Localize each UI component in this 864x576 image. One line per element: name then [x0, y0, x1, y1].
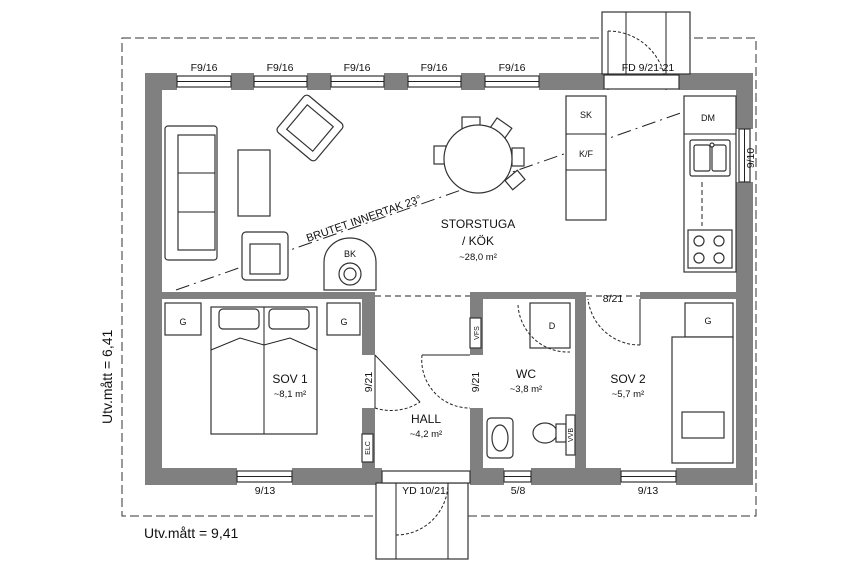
nightstand-left	[164, 302, 202, 336]
ventilation-label: VFS	[474, 326, 481, 340]
dimension-height: Utv.mått = 6,41	[99, 330, 115, 424]
storage-label: SK	[580, 110, 592, 120]
door-sov2	[587, 298, 641, 346]
window-label-1: F9/16	[191, 62, 218, 74]
outer-dimension-frame	[121, 37, 757, 517]
armchair-bottom	[241, 231, 289, 281]
exterior-walls	[145, 73, 753, 485]
dimension-width: Utv.mått = 9,41	[144, 525, 238, 541]
room-name-sov1: SOV 1	[272, 372, 308, 386]
room-area-wc: ~3,8 m²	[510, 384, 542, 395]
room-name-sov2: SOV 2	[610, 372, 646, 386]
bottom-windows	[236, 470, 677, 483]
electrical-cabinet	[361, 433, 374, 463]
door-hall-wc	[421, 354, 471, 409]
room-name-kok: / KÖK	[462, 234, 494, 248]
washer	[517, 302, 571, 353]
ceiling-note: BRUTET INNERTAK 23°	[305, 193, 423, 244]
window-label-2: F9/16	[267, 62, 294, 74]
wardrobe-label-3: G	[704, 316, 711, 326]
door-hall-sov1	[374, 354, 421, 412]
wood-stove	[323, 237, 377, 291]
wardrobe-label-1: G	[179, 317, 186, 327]
water-heater	[565, 414, 576, 456]
room-name-hall: HALL	[411, 412, 441, 426]
front-door	[601, 11, 691, 91]
door-sov2-label: 8/21	[603, 293, 624, 305]
front-door-label: FD 9/21-21	[622, 62, 675, 74]
dining-table	[433, 116, 526, 194]
bed-sov2	[671, 336, 734, 464]
door-hall-sov1-label: 9/21	[363, 372, 375, 393]
toilet	[532, 422, 567, 444]
window-sov1-label: 9/13	[255, 485, 276, 497]
east-window	[738, 128, 751, 183]
east-window-label: 9/10	[745, 148, 757, 169]
room-area-hall: ~4,2 m²	[410, 429, 442, 440]
window-label-4: F9/16	[421, 62, 448, 74]
entrance-door-label: YD 10/21	[402, 485, 446, 497]
water-heater-label: VVB	[568, 428, 575, 442]
door-hall-wc-label: 9/21	[470, 372, 482, 393]
washbasin	[486, 417, 514, 459]
storage-cabinet	[565, 95, 607, 221]
sofa	[164, 125, 218, 261]
ventilation-unit	[469, 317, 482, 349]
room-area-storstuga: ~28,0 m²	[459, 252, 497, 263]
electrical-label: ELC	[365, 441, 372, 455]
kitchen-counter	[683, 95, 737, 273]
wood-stove-label: BK	[344, 249, 356, 259]
washer-label: D	[549, 321, 556, 331]
window-wc-label: 5/8	[511, 485, 526, 497]
entrance-door	[375, 470, 471, 560]
top-windows	[176, 75, 540, 88]
armchair-top	[276, 94, 344, 162]
window-sov2-label: 9/13	[638, 485, 659, 497]
dishwasher-label: DM	[701, 113, 715, 123]
room-area-sov1: ~8,1 m²	[274, 389, 306, 400]
room-name-wc: WC	[516, 367, 536, 381]
nightstand-right	[326, 302, 361, 336]
window-label-3: F9/16	[344, 62, 371, 74]
room-name-storstuga: STORSTUGA	[441, 217, 515, 231]
window-label-5: F9/16	[499, 62, 526, 74]
room-area-sov2: ~5,7 m²	[612, 389, 644, 400]
coffee-table	[237, 149, 271, 217]
wardrobe-label-2: G	[340, 317, 347, 327]
bed-sov1	[210, 306, 318, 435]
fridge-freezer-label: K/F	[579, 149, 594, 159]
